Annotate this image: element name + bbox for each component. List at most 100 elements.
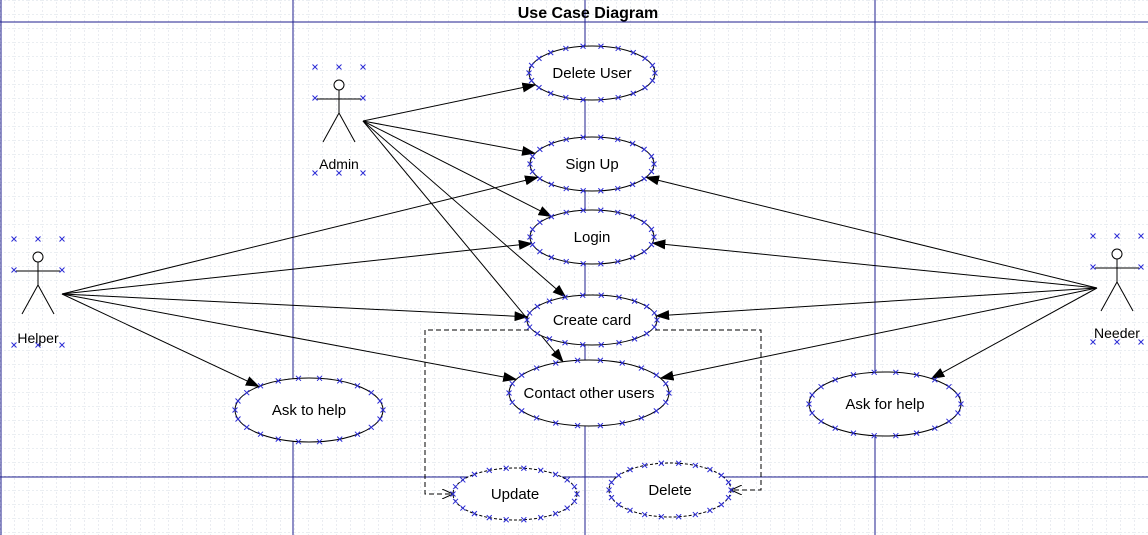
selection-marker [377, 416, 383, 422]
selection-marker [360, 95, 366, 101]
selection-marker [529, 153, 536, 160]
selection-marker [563, 258, 570, 265]
selection-marker [931, 425, 938, 432]
selection-marker [529, 226, 536, 233]
selection-marker [59, 236, 65, 242]
selection-marker [641, 511, 648, 518]
selection-marker [638, 365, 645, 371]
selection-marker [725, 479, 732, 486]
selection-marker [529, 168, 536, 175]
selection-marker [643, 303, 650, 310]
use-case-login[interactable]: Login [527, 207, 657, 267]
selection-marker [336, 436, 343, 442]
selection-marker [571, 498, 578, 505]
association-admin-login[interactable] [362, 120, 553, 217]
selection-marker [59, 342, 65, 348]
association-needer-ask-for-help[interactable] [930, 287, 1098, 380]
actor-admin[interactable]: Admin [312, 64, 366, 176]
selection-marker [1114, 233, 1120, 239]
selection-marker [892, 432, 899, 439]
actor-needer[interactable]: Needer [1090, 233, 1144, 345]
selection-marker [832, 425, 839, 432]
selection-marker [598, 341, 605, 348]
selection-marker [615, 501, 622, 508]
selection-marker [675, 513, 682, 520]
selection-marker [257, 382, 264, 389]
use-case-label: Ask to help [272, 402, 346, 419]
selection-marker [564, 505, 571, 511]
selection-marker [652, 70, 658, 76]
association-needer-login[interactable] [651, 239, 1098, 289]
extend-edges [424, 329, 762, 494]
selection-marker [654, 317, 660, 323]
selection-marker [526, 310, 533, 316]
selection-marker [360, 64, 366, 70]
selection-marker [518, 407, 525, 414]
selection-marker [913, 430, 920, 436]
selection-marker [648, 226, 655, 233]
selection-marker [1138, 233, 1144, 239]
selection-marker [452, 498, 459, 505]
use-case-label: Sign Up [565, 156, 618, 173]
selection-marker [11, 236, 17, 242]
selection-marker [546, 336, 553, 342]
selection-marker [728, 487, 734, 493]
actor-leg [322, 112, 340, 143]
selection-marker [509, 380, 516, 387]
association-helper-create-card[interactable] [61, 293, 529, 322]
selection-marker [629, 213, 636, 220]
association-needer-contact-other-users[interactable] [659, 287, 1098, 381]
selection-marker [580, 260, 587, 267]
use-case-sign-up[interactable]: Sign Up [527, 134, 657, 194]
selection-marker [380, 407, 386, 413]
selection-marker [526, 324, 533, 330]
selection-marker [1138, 339, 1144, 345]
selection-marker [1114, 339, 1120, 345]
use-case-ask-for-help[interactable]: Ask for help [806, 369, 964, 439]
association-helper-sign-up[interactable] [61, 175, 539, 295]
selection-marker [536, 219, 543, 226]
selection-marker [641, 462, 648, 469]
use-case-delete-user[interactable]: Delete User [526, 43, 658, 103]
selection-marker [452, 483, 459, 490]
use-case-delete[interactable]: Delete [606, 460, 734, 520]
actor-helper[interactable]: Helper [11, 236, 65, 348]
association-helper-login[interactable] [61, 239, 533, 295]
selection-marker [653, 407, 660, 414]
selection-marker [597, 134, 604, 141]
association-admin-delete-user[interactable] [362, 82, 537, 122]
selection-marker [630, 49, 637, 56]
selection-marker [598, 292, 605, 299]
selection-marker [574, 357, 581, 364]
association-admin-sign-up[interactable] [362, 120, 537, 156]
selection-marker [486, 514, 493, 521]
selection-marker [459, 505, 466, 511]
selection-marker [614, 209, 621, 216]
use-case-update[interactable]: Update [450, 465, 580, 523]
use-case-ask-to-help[interactable]: Ask to help [232, 375, 386, 445]
association-admin-create-card[interactable] [362, 120, 567, 298]
actor-leg [338, 112, 356, 143]
association-helper-ask-to-help[interactable] [61, 293, 260, 387]
selection-marker [536, 146, 543, 153]
selection-marker [562, 294, 568, 301]
extend-edge-delete[interactable] [655, 329, 762, 490]
selection-marker [563, 185, 570, 192]
selection-marker [1090, 339, 1096, 345]
selection-marker [718, 472, 725, 479]
selection-marker [641, 146, 648, 153]
selection-marker [608, 479, 615, 486]
use-case-contact-other-users[interactable]: Contact other users [506, 357, 672, 429]
selection-marker [651, 161, 657, 167]
selection-marker [580, 207, 587, 214]
association-helper-contact-other-users[interactable] [61, 293, 518, 382]
selection-marker [450, 491, 456, 497]
association-needer-sign-up[interactable] [645, 175, 1098, 289]
use-case-create-card[interactable]: Create card [524, 292, 660, 348]
extend-edge-update[interactable] [424, 329, 529, 494]
association-needer-create-card[interactable] [655, 287, 1098, 321]
selection-marker [946, 383, 952, 390]
selection-marker [509, 399, 516, 406]
selection-marker [692, 462, 699, 469]
selection-marker [526, 70, 532, 76]
